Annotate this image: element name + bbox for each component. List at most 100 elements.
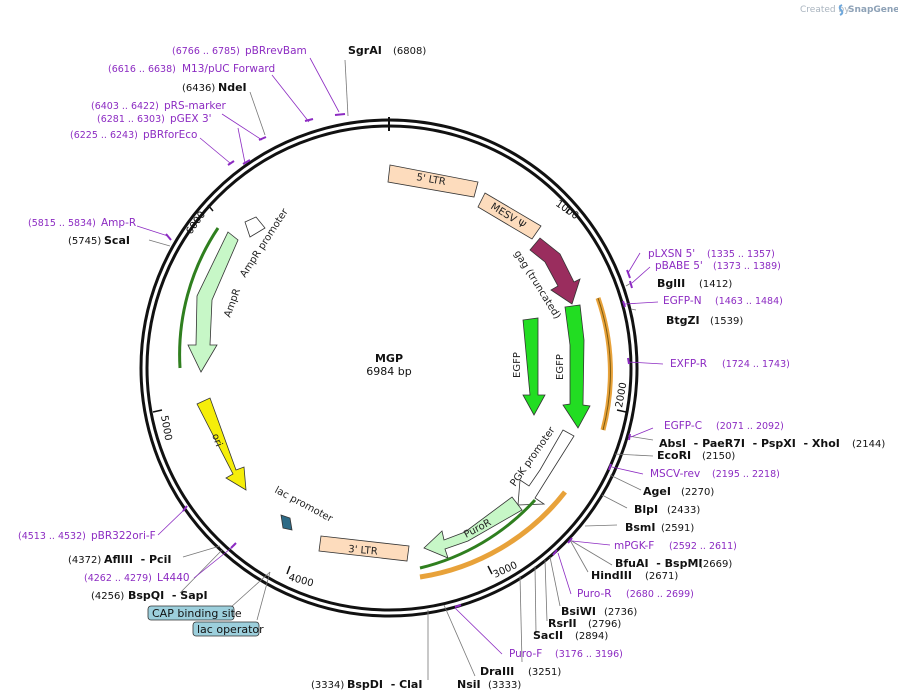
egfp-dark-arc — [597, 297, 611, 431]
primer-mpgkf-pos: (2592 .. 2611) — [669, 541, 737, 552]
svg-text:5' LTR: 5' LTR — [415, 172, 446, 188]
puro-green-arc — [419, 498, 537, 570]
site-ecori-pos: (2150) — [702, 451, 735, 462]
site-absi-pos: (2144) — [852, 439, 885, 450]
site-bspdi-pos: (3334) — [311, 680, 344, 691]
plasmid-name: MGP — [375, 352, 403, 365]
primer-prs: pRS-marker — [164, 100, 227, 112]
primer-lines — [136, 57, 664, 655]
site-draiii-pos: (3251) — [528, 667, 561, 678]
site-bsmi: BsmI — [625, 521, 656, 534]
svg-text:ori: ori — [209, 432, 224, 448]
site-rsrii: RsrII — [548, 617, 577, 630]
primer-pbabe-pos: (1373 .. 1389) — [713, 261, 781, 272]
primer-ampr-pos: (5815 .. 5834) — [28, 218, 96, 229]
primer-plxsn-pos: (1335 .. 1357) — [707, 249, 775, 260]
primer-prs-pos: (6403 .. 6422) — [91, 101, 159, 112]
primer-egfpn: EGFP-N — [663, 295, 702, 307]
tick-label-2000: 2000 — [614, 382, 629, 409]
primer-mpgkf: mPGK-F — [614, 540, 654, 552]
primer-pbrrevbam-pos: (6766 .. 6785) — [172, 46, 240, 57]
primer-pbrforeco-pos: (6225 .. 6243) — [70, 130, 138, 141]
primer-m13: M13/pUC Forward — [182, 63, 275, 75]
site-bglii-pos: (1412) — [699, 279, 732, 290]
svg-text:AmpR: AmpR — [222, 287, 243, 319]
feature-ori: ori — [196, 397, 247, 491]
primer-purof: Puro-F — [509, 648, 542, 660]
primer-m13-pos: (6616 .. 6638) — [108, 64, 176, 75]
site-hindiii-pos: (2671) — [645, 571, 678, 582]
site-nsii: NsiI — [457, 678, 481, 691]
cap-site-box — [147, 605, 235, 621]
feature-egfp-outer: EGFP — [555, 304, 591, 429]
site-hindiii: HindIII — [591, 569, 632, 582]
primer-egfpc: EGFP-C — [664, 420, 702, 432]
svg-text:AmpR promoter: AmpR promoter — [238, 206, 291, 279]
primer-puror-pos: (2680 .. 2699) — [626, 589, 694, 600]
site-bspqi-pos: (4256) — [91, 591, 124, 602]
lac-operator-label: lac operator — [197, 623, 264, 636]
primer-exfpr-pos: (1724 .. 1743) — [722, 359, 790, 370]
site-agei: AgeI — [643, 485, 671, 498]
site-bglii: BglII — [657, 277, 685, 290]
svg-text:EGFP: EGFP — [555, 354, 566, 380]
site-blpi-pos: (2433) — [667, 505, 700, 516]
primer-pbrrevbam: pBRrevBam — [245, 45, 307, 57]
site-sgrai-pos: (6808) — [393, 46, 426, 57]
site-afliii-pos: (4372) — [68, 555, 101, 566]
snapgene-logo-icon — [838, 4, 844, 16]
site-bsiwi-pos: (2736) — [604, 607, 637, 618]
site-blpi: BlpI — [634, 503, 658, 516]
primer-puror: Puro-R — [577, 588, 612, 600]
site-afliii-group: AflIII - PciI — [104, 553, 171, 566]
primer-pbr322ori-pos: (4513 .. 4532) — [18, 531, 86, 542]
site-absi-group: AbsI - PaeR7I - PspXI - XhoI — [659, 437, 840, 450]
site-scai-pos: (5745) — [68, 236, 101, 247]
feature-ampr-promoter: AmpR promoter — [238, 206, 291, 279]
primer-exfpr: EXFP-R — [670, 358, 707, 370]
site-draiii: DraIII — [480, 665, 514, 678]
site-bsiwi: BsiWI — [561, 605, 596, 618]
site-bspqi-group: BspQI - SapI — [128, 589, 208, 602]
lac-operator-box — [192, 621, 260, 637]
svg-text:EGFP: EGFP — [512, 352, 523, 378]
primer-mscvrev: MSCV-rev — [650, 468, 700, 480]
credit-prefix: Created by — [800, 5, 850, 15]
site-ndei-pos: (6436) — [182, 83, 215, 94]
primer-egfpc-pos: (2071 .. 2092) — [716, 421, 784, 432]
primer-pgex-pos: (6281 .. 6303) — [97, 114, 165, 125]
site-sacii: SacII — [533, 629, 563, 642]
primer-plxsn: pLXSN 5' — [648, 248, 695, 260]
primer-pbrforeco: pBRforEco — [143, 129, 197, 141]
feature-lac-promoter: lac promoter — [273, 485, 335, 531]
site-bfuai-pos: (2669) — [699, 559, 732, 570]
ampr-green-arc — [178, 227, 220, 369]
tick-label-4000: 4000 — [287, 572, 314, 589]
primer-pbabe: pBABE 5' — [655, 260, 703, 272]
site-bspdi-group: BspDI - ClaI — [347, 678, 422, 691]
site-bfuai-group: BfuAI - BspMI — [615, 557, 703, 570]
tick-marks — [152, 204, 627, 575]
puro-orange-arc — [419, 490, 567, 580]
primer-pgex: pGEX 3' — [170, 113, 212, 125]
site-ndei: NdeI — [218, 81, 247, 94]
site-bsmi-pos: (2591) — [661, 523, 694, 534]
credit-brand: SnapGene — [848, 5, 898, 15]
site-btgzi-pos: (1539) — [710, 316, 743, 327]
tick-label-3000: 3000 — [492, 560, 520, 581]
site-rsrii-pos: (2796) — [588, 619, 621, 630]
feature-ampr: AmpR — [187, 231, 243, 373]
site-scai: ScaI — [104, 234, 130, 247]
site-ecori: EcoRI — [657, 449, 691, 462]
primer-purof-pos: (3176 .. 3196) — [555, 649, 623, 660]
tick-label-5000: 5000 — [158, 415, 173, 442]
primer-mscvrev-pos: (2195 .. 2218) — [712, 469, 780, 480]
site-btgzi: BtgZI — [666, 314, 700, 327]
feature-egfp-inner: EGFP — [512, 317, 546, 416]
primer-egfpn-pos: (1463 .. 1484) — [715, 296, 783, 307]
site-sacii-pos: (2894) — [575, 631, 608, 642]
primer-pbr322ori: pBR322ori-F — [91, 530, 156, 542]
site-nsii-pos: (3333) — [488, 680, 521, 691]
primer-ampr: Amp-R — [101, 217, 136, 229]
